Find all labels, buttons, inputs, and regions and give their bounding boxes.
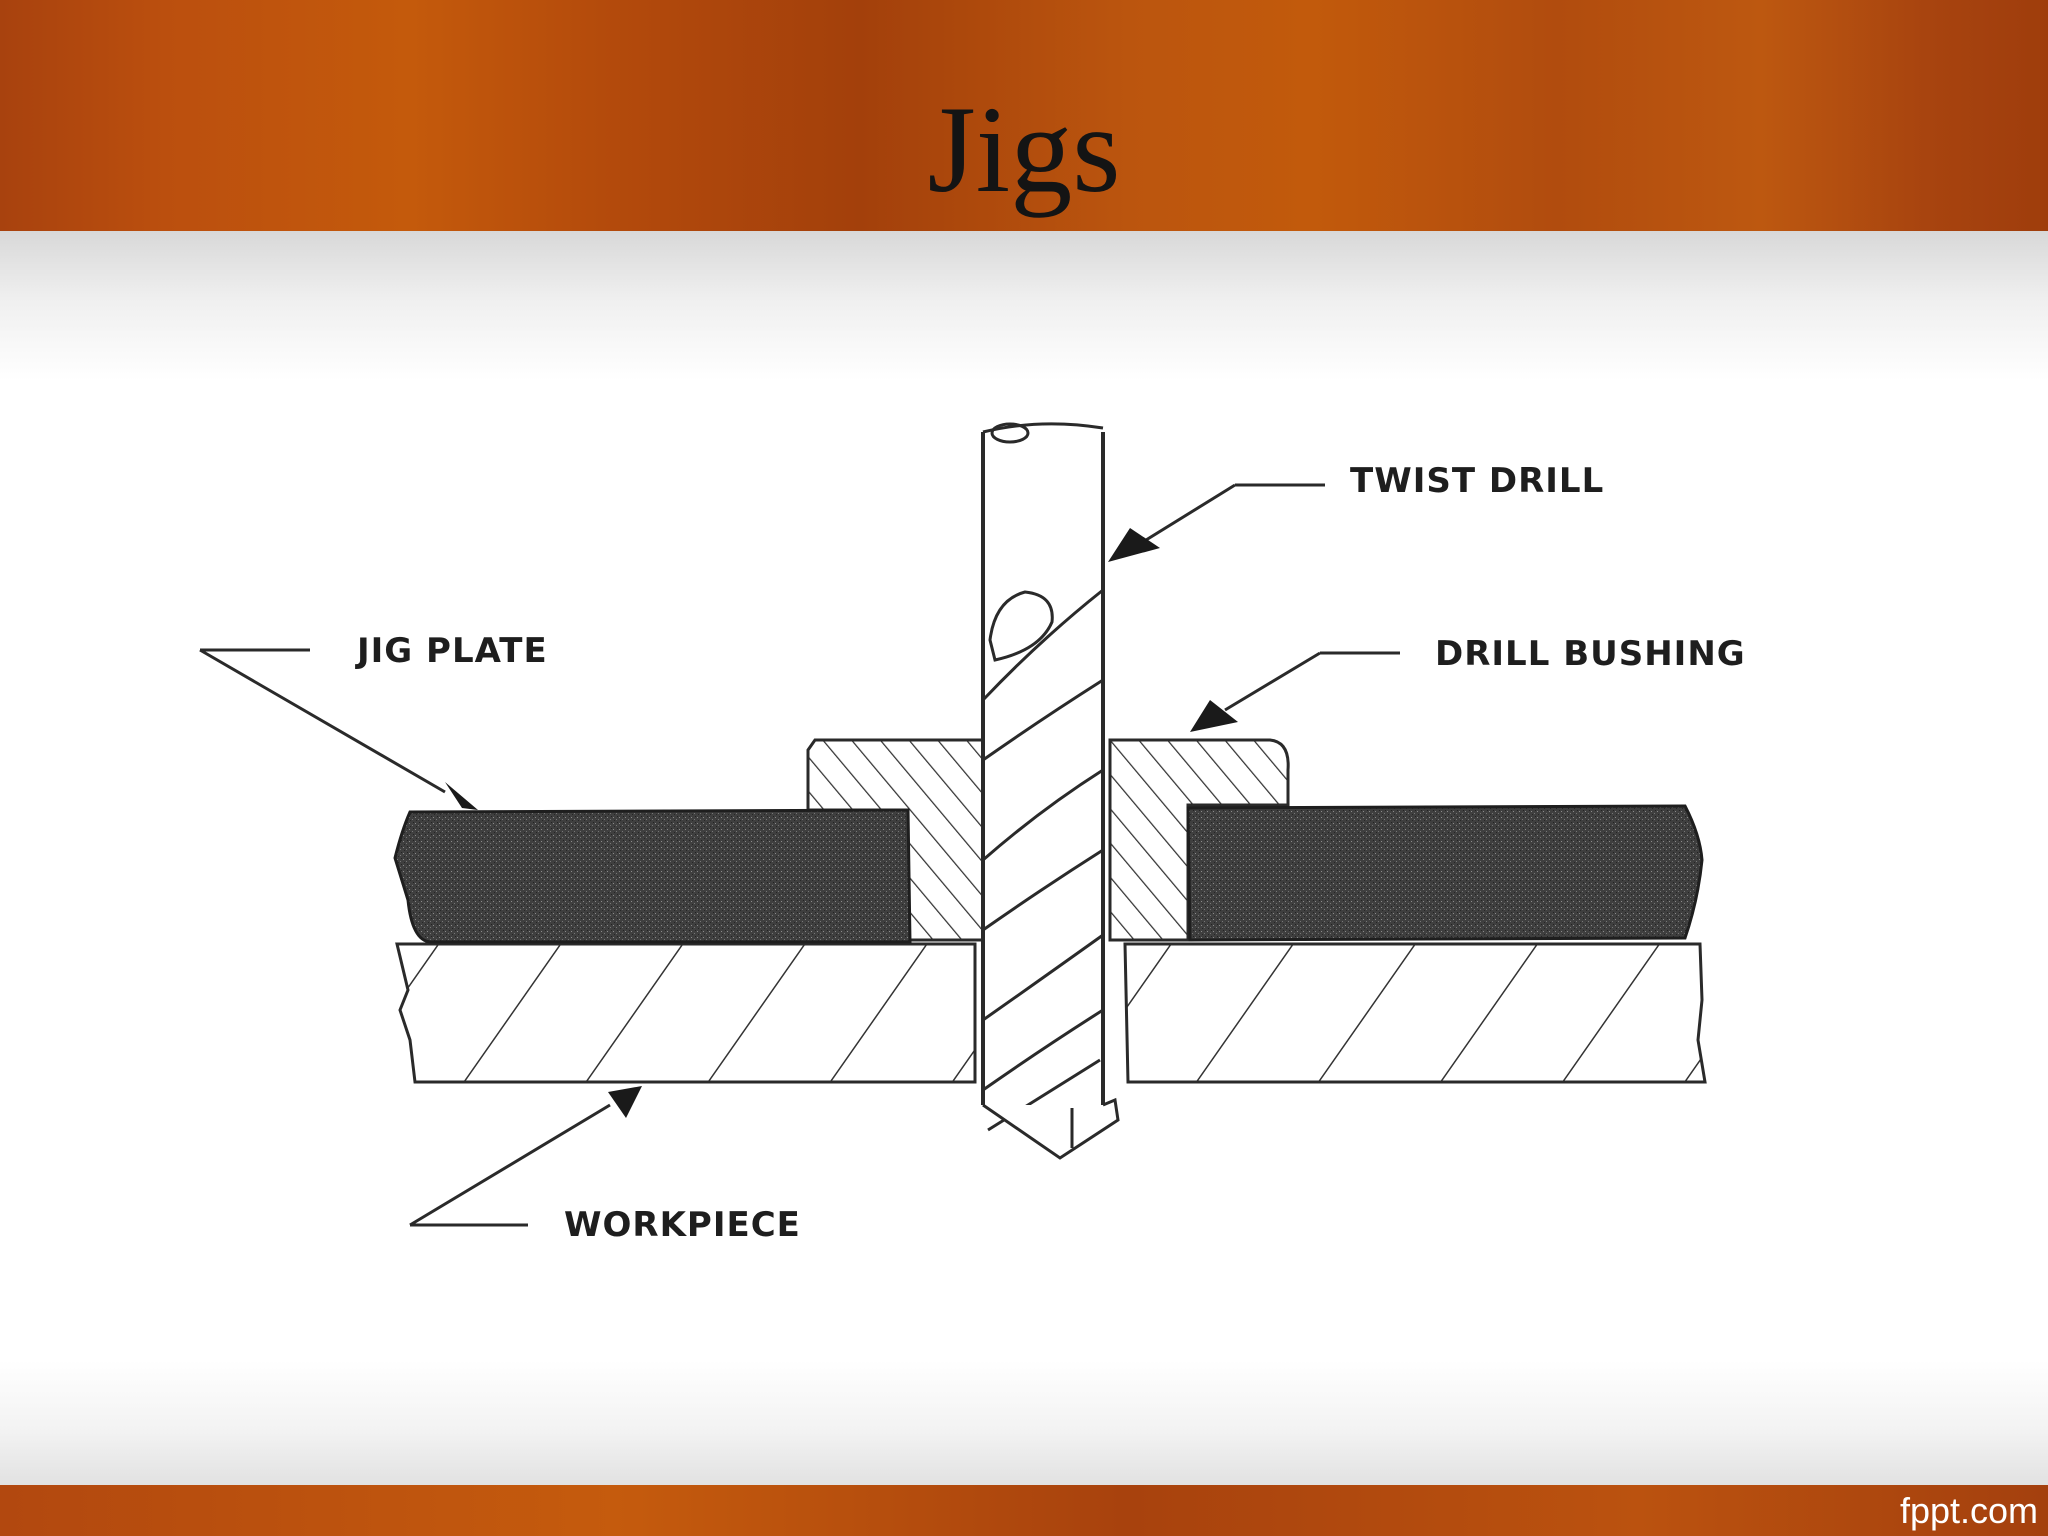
label-jig-plate: JIG PLATE [357,631,548,671]
label-drill-bushing: DRILL BUSHING [1435,634,1746,674]
slide-title: Jigs [927,81,1121,218]
label-twist-drill: TWIST DRILL [1350,461,1605,501]
workpiece [395,942,1707,1084]
footer-brand: fppt.com [1899,1490,2038,1531]
twist-drill [981,422,1120,1160]
footer-bar [0,1485,2048,1536]
jig-plate [393,804,1704,944]
footer-shadow [0,1360,2048,1485]
jig-cross-section [199,422,1707,1227]
header-bar [0,0,2048,231]
label-workpiece: WORKPIECE [564,1205,801,1245]
jig-diagram: TWIST DRILL JIG PLATE DRILL BUSHING WORK… [132,380,1928,1305]
callout-leaders [199,483,1400,1227]
header-shadow [0,231,2048,381]
